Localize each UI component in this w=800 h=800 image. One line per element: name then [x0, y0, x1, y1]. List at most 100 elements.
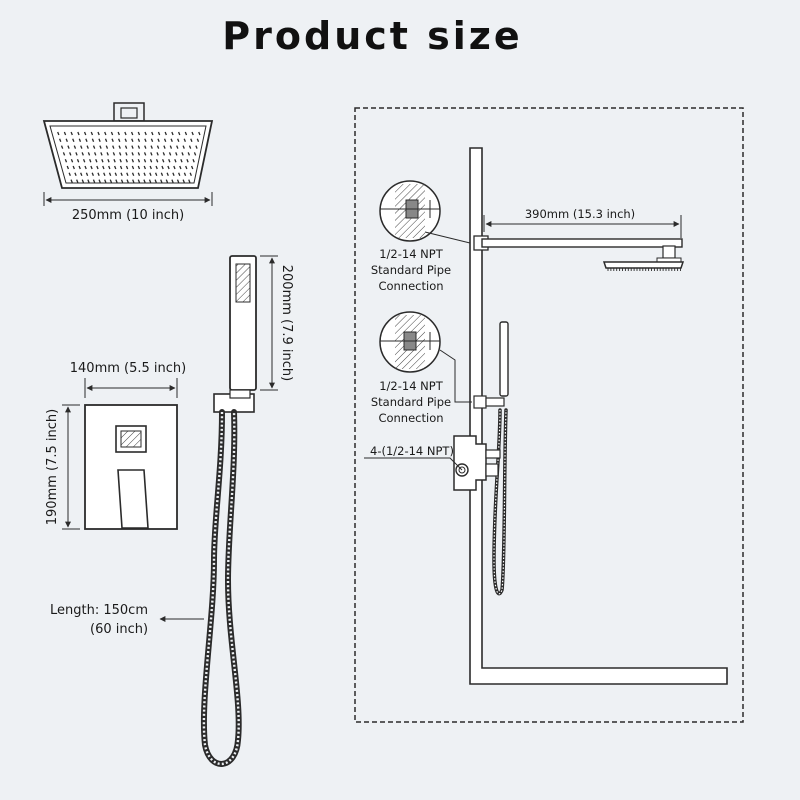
- nozzle: [112, 152, 116, 156]
- nozzle-grid: [57, 131, 201, 183]
- shower-hose: [200, 409, 242, 767]
- nozzle: [78, 138, 82, 143]
- valve-height-label: 190mm (7.5 inch): [45, 409, 60, 525]
- nozzle: [156, 152, 159, 156]
- nozzle: [125, 152, 128, 156]
- pipe2-line1: 1/2-14 NPT: [379, 379, 443, 393]
- nozzle: [144, 138, 147, 143]
- nozzle: [183, 138, 186, 143]
- nozzle: [150, 152, 153, 156]
- nozzle: [149, 165, 152, 170]
- nozzle: [87, 152, 91, 156]
- nozzle: [69, 152, 72, 156]
- nozzle: [87, 179, 90, 183]
- rain-shower-head: [42, 102, 214, 189]
- installation-frame: [354, 107, 744, 723]
- head-width-label: 250mm (10 inch): [72, 208, 184, 223]
- nozzle: [196, 138, 200, 143]
- pipe2-line2: Standard Pipe: [371, 395, 451, 409]
- nozzle: [143, 158, 147, 163]
- nozzle: [132, 179, 135, 183]
- nozzle: [102, 165, 105, 170]
- nozzle: [143, 165, 147, 170]
- page-title: Product size: [222, 14, 523, 58]
- arm-length-dimension: [483, 215, 682, 238]
- nozzle: [137, 179, 141, 183]
- valve-width-dimension: [84, 378, 178, 398]
- nozzle: [119, 165, 123, 170]
- nozzle: [98, 179, 101, 183]
- nozzle: [115, 179, 118, 183]
- nozzle: [113, 165, 117, 170]
- nozzle: [95, 158, 98, 163]
- nozzle: [175, 152, 178, 156]
- nozzle: [114, 172, 118, 177]
- handheld-height-label: 200mm (7.9 inch): [279, 265, 294, 381]
- nozzle: [190, 165, 194, 170]
- nozzle: [101, 158, 104, 163]
- nozzle: [89, 158, 92, 163]
- handheld-shower: [213, 255, 257, 413]
- nozzle: [99, 145, 102, 149]
- nozzle: [167, 165, 170, 170]
- nozzle: [98, 138, 101, 143]
- pipe1-line3: Connection: [378, 279, 443, 293]
- nozzle: [104, 138, 108, 143]
- nozzle: [182, 145, 185, 149]
- nozzle: [124, 138, 127, 143]
- nozzle: [125, 165, 129, 170]
- nozzle: [94, 152, 97, 156]
- nozzle: [72, 165, 75, 170]
- rough-in-valve: [364, 435, 501, 491]
- nozzle: [76, 179, 79, 183]
- nozzle: [91, 138, 95, 143]
- nozzle: [76, 158, 80, 163]
- nozzle: [143, 179, 146, 183]
- nozzle: [77, 131, 80, 136]
- nozzle: [176, 145, 179, 149]
- nozzle: [143, 172, 146, 177]
- nozzle: [124, 131, 127, 136]
- nozzle: [120, 172, 123, 177]
- nozzle: [100, 152, 103, 156]
- nozzle: [131, 158, 135, 163]
- nozzle: [198, 131, 201, 136]
- nozzle: [82, 158, 86, 163]
- valve-height-dimension: [62, 404, 80, 530]
- nozzle: [137, 158, 141, 163]
- nozzle: [80, 172, 83, 177]
- nozzle: [177, 131, 181, 136]
- valve-trim-plate: [84, 404, 178, 530]
- nozzle: [191, 131, 194, 136]
- nozzle: [92, 179, 96, 183]
- nozzle: [182, 179, 185, 183]
- nozzle: [125, 158, 128, 163]
- nozzle: [86, 145, 89, 149]
- nozzle: [109, 179, 113, 183]
- nozzle: [137, 165, 141, 170]
- nozzle: [137, 138, 141, 143]
- nozzle: [188, 179, 191, 183]
- nozzle: [110, 131, 114, 136]
- nozzle: [131, 138, 134, 143]
- nozzle: [57, 131, 60, 136]
- nozzle: [107, 158, 110, 163]
- nozzle: [83, 131, 87, 136]
- nozzle: [166, 172, 169, 177]
- nozzle: [171, 131, 174, 136]
- nozzle: [163, 138, 167, 143]
- nozzle: [131, 152, 134, 156]
- nozzle: [183, 172, 187, 177]
- arm-length-label: 390mm (15.3 inch): [525, 207, 635, 221]
- nozzle: [154, 179, 157, 183]
- nozzle: [149, 172, 152, 177]
- handheld-height-dimension: [260, 255, 278, 391]
- pipe1-line2: Standard Pipe: [371, 263, 451, 277]
- nozzle: [90, 131, 94, 136]
- nozzle: [151, 131, 154, 136]
- nozzle: [165, 179, 169, 183]
- nozzle: [126, 172, 129, 177]
- valve-ports-label: 4-(1/2-14 NPT): [370, 444, 454, 458]
- nozzle: [179, 165, 182, 170]
- nozzle: [66, 165, 70, 170]
